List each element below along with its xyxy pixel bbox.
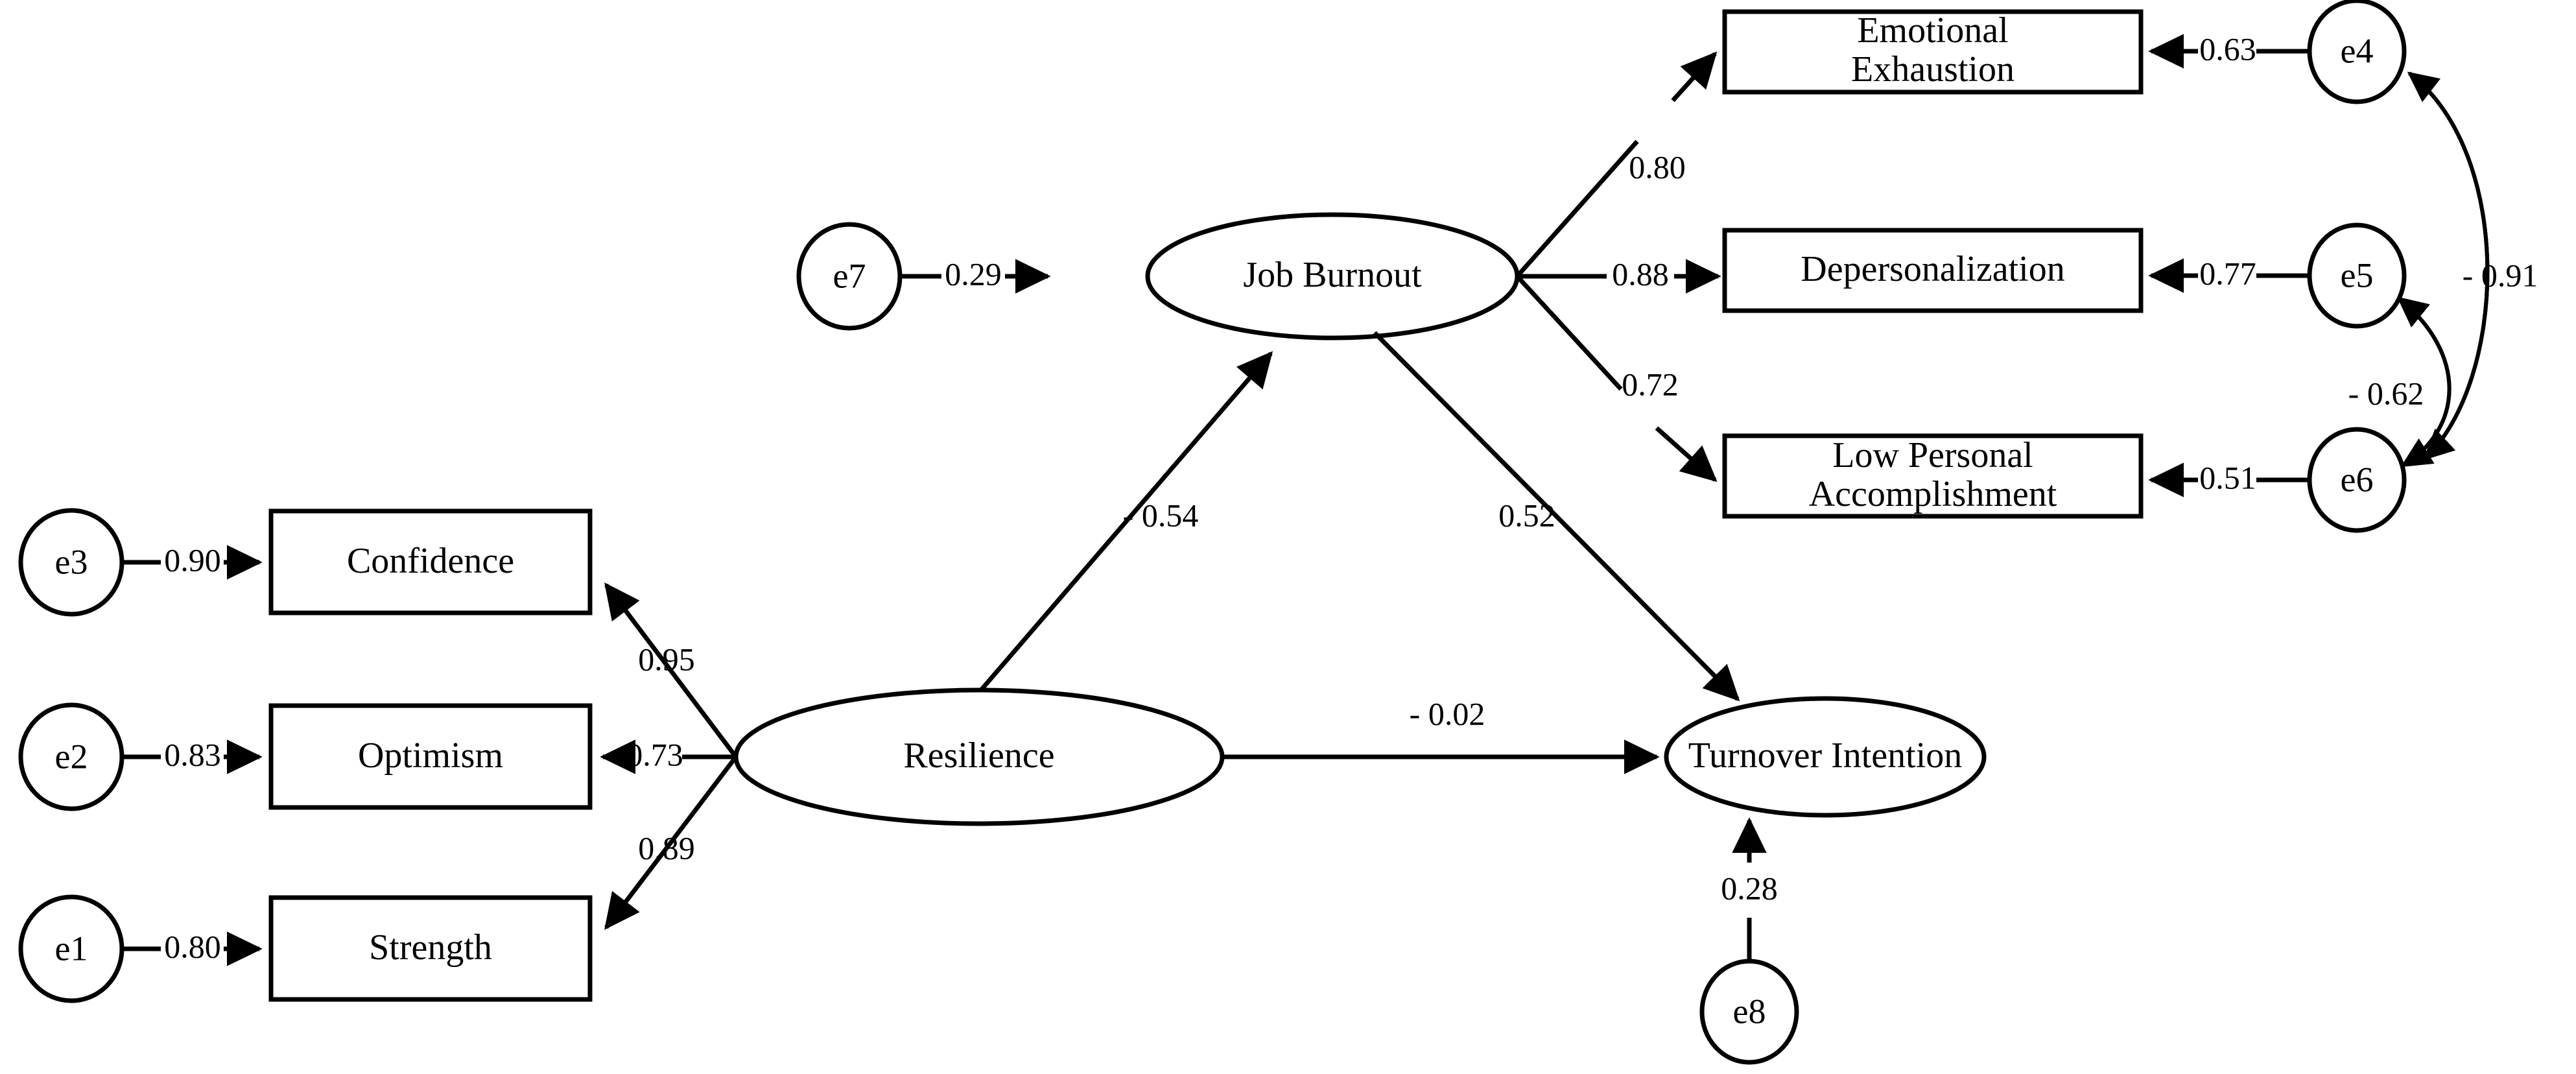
edge-resilience-turnover: - 0.02 [1222, 695, 1660, 774]
e6-circle [2307, 427, 2407, 533]
edge-label-resilience-turnover: - 0.02 [1410, 695, 1485, 732]
edge-label-job-burnout-dp: 0.88 [1612, 256, 1669, 292]
confidence-box [268, 508, 593, 615]
turnover-intention-ellipse [1664, 696, 1987, 818]
covariance-label-e4-e6: - 0.91 [2463, 257, 2538, 293]
e1-label: e1 [55, 929, 88, 968]
edge-job-burnout-emotional-exhaustion: 0.80 [1515, 51, 1718, 278]
observed-node-confidence[interactable]: Confidence [268, 508, 593, 615]
e4-label: e4 [2341, 31, 2374, 70]
error-node-e8[interactable]: e8 [1699, 959, 1799, 1065]
e2-circle [18, 702, 124, 811]
lpa-label-line2: Accomplishment [1809, 474, 2057, 514]
edge-e8-turnover: 0.28 [1721, 817, 1778, 961]
edge-resilience-optimism: 0.73 [600, 736, 736, 774]
error-node-e7[interactable]: e7 [796, 222, 903, 331]
e4-circle [2307, 0, 2407, 104]
edge-job-burnout-low-personal-accomplishment: 0.72 [1515, 274, 1718, 483]
edge-label-e6-lpa: 0.51 [2199, 459, 2256, 495]
edge-resilience-confidence: 0.95 [604, 582, 738, 759]
edge-e6-low-personal-accomplishment: 0.51 [2148, 459, 2310, 497]
e5-label: e5 [2341, 256, 2374, 294]
edge-e3-confidence: 0.90 [123, 542, 263, 580]
optimism-box [268, 703, 593, 810]
emotional-exhaustion-label-line1: Emotional [1857, 10, 2008, 51]
e6-label: e6 [2341, 460, 2374, 499]
edge-label-e2-optimism: 0.83 [164, 736, 221, 772]
latent-node-job-burnout[interactable]: Job Burnout [1145, 212, 1520, 340]
edge-label-e4-ee: 0.63 [2199, 30, 2256, 67]
error-node-e3[interactable]: e3 [18, 508, 124, 617]
e8-label: e8 [1733, 992, 1766, 1031]
edge-resilience-job-burnout: - 0.54 [979, 351, 1273, 692]
e3-label: e3 [55, 542, 88, 581]
turnover-intention-label: Turnover Intention [1688, 735, 1963, 776]
latent-node-resilience[interactable]: Resilience [733, 687, 1225, 826]
observed-node-optimism[interactable]: Optimism [268, 703, 593, 810]
e8-circle [1699, 959, 1799, 1065]
e7-label: e7 [833, 256, 866, 295]
edge-label-e1-strength: 0.80 [164, 928, 221, 964]
emotional-exhaustion-label-line2: Exhaustion [1851, 49, 2015, 90]
edge-job-burnout-depersonalization: 0.88 [1517, 256, 1721, 294]
edge-e4-emotional-exhaustion: 0.63 [2148, 30, 2310, 69]
e2-label: e2 [55, 737, 88, 776]
e5-circle [2307, 222, 2407, 329]
edge-e5-depersonalization: 0.77 [2148, 255, 2310, 293]
edge-label-job-burnout-lpa: 0.72 [1622, 366, 1679, 402]
error-node-e1[interactable]: e1 [18, 894, 124, 1003]
edge-resilience-strength: 0.89 [604, 755, 738, 930]
strength-label: Strength [369, 927, 492, 968]
job-burnout-label: Job Burnout [1243, 255, 1422, 295]
edge-label-job-burnout-ee: 0.80 [1629, 149, 1686, 185]
low-personal-accomplishment-box [1722, 433, 2144, 519]
edge-label-resilience-strength: 0.89 [638, 829, 695, 866]
error-node-e4[interactable]: e4 [2307, 0, 2407, 104]
error-node-e5[interactable]: e5 [2307, 222, 2407, 329]
emotional-exhaustion-box [1722, 9, 2144, 95]
edge-label-resilience-optimism: 0.73 [626, 736, 683, 772]
strength-box [268, 895, 593, 1002]
confidence-label: Confidence [347, 541, 514, 581]
observed-node-emotional-exhaustion[interactable]: Emotional Exhaustion [1722, 9, 2144, 95]
e1-circle [18, 894, 124, 1003]
e3-circle [18, 508, 124, 617]
edge-e7-job-burnout: 0.29 [901, 256, 1051, 294]
error-node-e2[interactable]: e2 [18, 702, 124, 811]
edge-e2-optimism: 0.83 [123, 736, 263, 774]
edge-label-resilience-job-burnout: - 0.54 [1123, 497, 1199, 533]
optimism-label: Optimism [358, 735, 503, 776]
covariance-e5-e6: - 0.62 [2348, 296, 2452, 468]
observed-node-depersonalization[interactable]: Depersonalization [1722, 228, 2144, 313]
observed-node-strength[interactable]: Strength [268, 895, 593, 1002]
edge-label-e3-confidence: 0.90 [164, 542, 221, 578]
depersonalization-box [1722, 228, 2144, 313]
edge-label-e8-turnover: 0.28 [1721, 870, 1778, 906]
edge-label-e5-dp: 0.77 [2199, 255, 2256, 291]
error-node-e6[interactable]: e6 [2307, 427, 2407, 533]
resilience-label: Resilience [903, 735, 1054, 776]
covariance-e4-e6: - 0.91 [2407, 71, 2538, 460]
edge-e1-strength: 0.80 [123, 928, 263, 966]
covariance-label-e5-e6: - 0.62 [2348, 375, 2424, 411]
lpa-label-line1: Low Personal [1832, 435, 2033, 475]
edge-label-e7-job-burnout: 0.29 [945, 256, 1002, 292]
e7-circle [796, 222, 903, 331]
depersonalization-label: Depersonalization [1801, 249, 2064, 289]
edge-label-job-burnout-turnover: 0.52 [1498, 497, 1555, 533]
edge-job-burnout-turnover: 0.52 [1373, 331, 1740, 702]
latent-node-turnover-intention[interactable]: Turnover Intention [1664, 696, 1987, 818]
observed-node-low-personal-accomplishment[interactable]: Low Personal Accomplishment [1722, 433, 2144, 519]
edge-label-resilience-confidence: 0.95 [638, 641, 695, 677]
